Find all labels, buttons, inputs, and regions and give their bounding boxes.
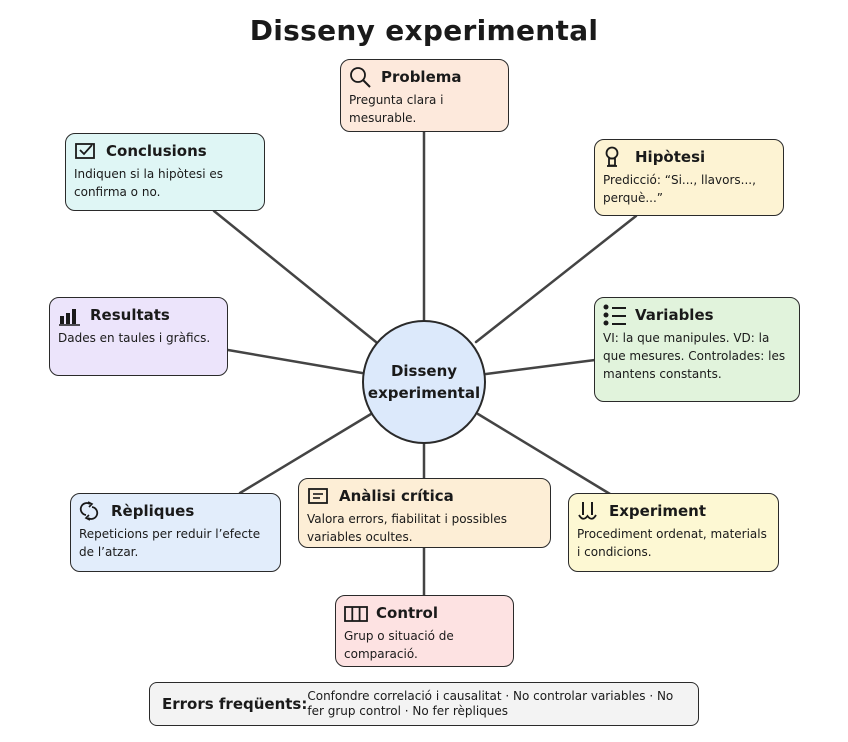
node-resultats: Resultats Dades en taules i gràfics. [49,297,228,376]
bar-chart-icon [58,304,82,326]
central-hub: Disseny experimental [362,320,486,444]
node-description: Pregunta clara i mesurable. [349,93,444,125]
node-label: Anàlisi crítica [339,487,454,505]
node-analisi: Anàlisi crítica Valora errors, fiabilita… [298,478,551,548]
node-description: Predicció: “Si..., llavors..., perquè...… [603,173,756,205]
node-description: Indiquen si la hipòtesi es confirma o no… [74,167,224,199]
node-label: Variables [635,306,714,324]
node-control: Control Grup o situació de comparació. [335,595,514,667]
node-description: Grup o situació de comparació. [344,629,454,661]
diagram-title: Disseny experimental [249,14,599,47]
node-variables: Variables VI: la que manipules. VD: la q… [594,297,800,402]
node-problema: Problema Pregunta clara i mesurable. [340,59,509,132]
checkbox-icon [74,140,98,162]
connector-resultats [226,348,364,375]
cycle-icon [79,500,103,522]
flask-icon [577,500,601,522]
node-repliques: Rèpliques Repeticions per reduir l’efect… [70,493,281,572]
node-label: Problema [381,68,462,86]
node-label: Rèpliques [111,502,195,520]
node-hipotesi: Hipòtesi Predicció: “Si..., llavors..., … [594,139,784,216]
document-icon [307,485,331,507]
node-conclusions: Conclusions Indiquen si la hipòtesi es c… [65,133,265,211]
magnifier-icon [349,66,373,88]
node-description: Dades en taules i gràfics. [58,331,211,345]
node-label: Control [376,604,439,622]
node-description: Valora errors, fiabilitat i possibles va… [307,512,507,544]
common-errors-text: Confondre correlació i causalitat · No c… [307,689,674,718]
node-experiment: Experiment Procediment ordenat, material… [568,493,779,572]
connector-repliques [238,412,373,495]
common-errors-label: Errors freqüents: [162,695,308,713]
columns-icon [344,602,368,624]
node-description: Repeticions per reduir l’efecte de l’atz… [79,527,261,559]
node-label: Conclusions [106,142,207,160]
connector-experiment [476,412,612,496]
lightbulb-icon [603,146,627,168]
node-description: Procediment ordenat, materials i condici… [577,527,767,559]
node-description: VI: la que manipules. VD: la que mesures… [603,331,786,381]
connector-hipotesi [474,214,638,344]
list-icon [603,304,627,326]
connector-variables [484,358,597,376]
node-label: Resultats [90,306,170,324]
common-errors-box: Errors freqüents: Confondre correlació i… [149,682,699,726]
node-label: Hipòtesi [635,148,706,166]
connector-conclusions [212,209,378,344]
node-label: Experiment [609,502,707,520]
